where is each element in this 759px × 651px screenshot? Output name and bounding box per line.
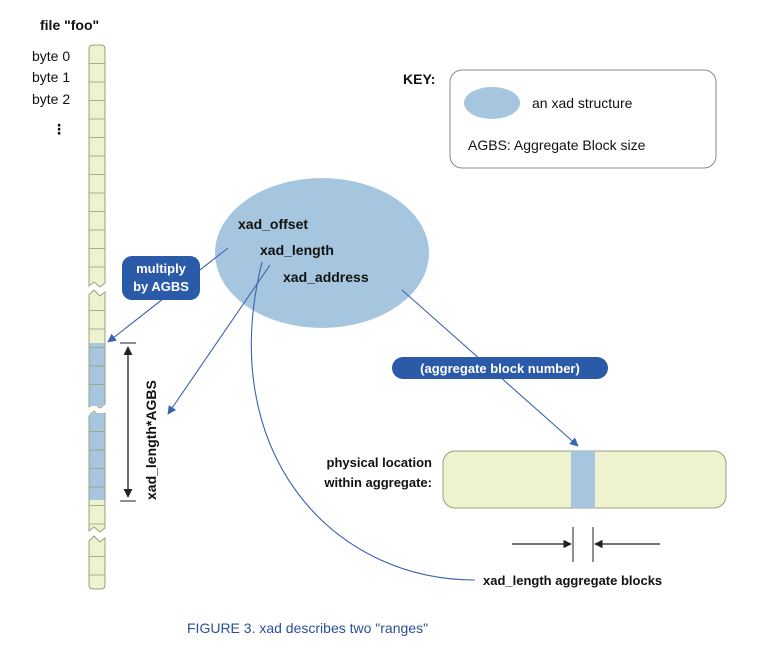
file-byte-strip [88, 44, 106, 590]
multiply-by-agbs-pill [122, 256, 200, 300]
range-arrow [120, 342, 136, 502]
key-title: KEY: [403, 71, 435, 87]
xad-address-field: xad_address [283, 269, 369, 285]
key-agbs-description: AGBS: Aggregate Block size [468, 137, 646, 153]
xad-length-field: xad_length [260, 242, 334, 258]
byte-label-0: byte 0 [32, 48, 70, 64]
key-box [449, 69, 717, 169]
xad-structure-ellipse [215, 178, 429, 328]
block-width-indicator [512, 527, 660, 562]
range-length-label: xad_length*AGBS [143, 380, 159, 500]
strip-segment [88, 535, 106, 590]
length-aggregate-blocks-label: xad_length aggregate blocks [483, 573, 662, 588]
byte-ellipsis: ⋮ [52, 121, 66, 137]
key-xad-description: an xad structure [532, 95, 633, 111]
byte-label-2: byte 2 [32, 91, 70, 107]
file-title: file "foo" [40, 17, 99, 33]
xad-offset-field: xad_offset [238, 216, 308, 232]
aggregate-block-highlight [571, 451, 595, 508]
described-range [89, 413, 105, 500]
physical-location-line-2: within aggregate: [323, 475, 432, 490]
multiply-pill-line-1: multiply [136, 261, 187, 276]
strip-segment [88, 44, 106, 288]
aggregate-block-number-pill [392, 357, 608, 379]
multiply-pill-line-2: by AGBS [133, 279, 189, 294]
aggregate-block-number-label: (aggregate block number) [420, 361, 580, 376]
byte-label-1: byte 1 [32, 69, 70, 85]
physical-location-line-1: physical location [327, 455, 433, 470]
figure-caption: FIGURE 3. xad describes two "ranges" [187, 620, 428, 636]
key-xad-swatch [464, 87, 520, 119]
described-range [89, 343, 105, 406]
